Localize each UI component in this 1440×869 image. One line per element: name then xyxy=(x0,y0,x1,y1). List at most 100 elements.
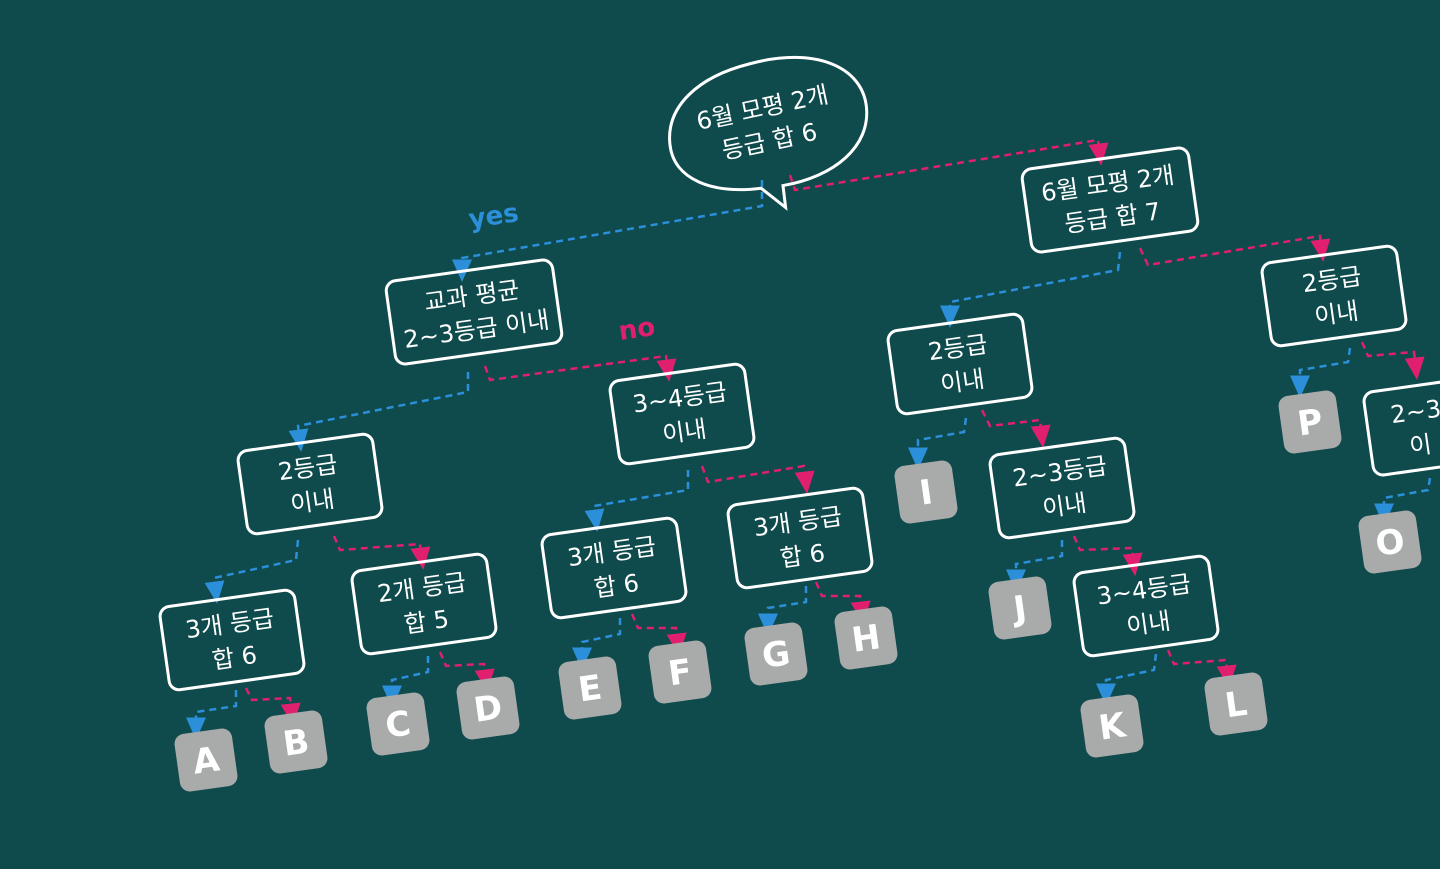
leaf-box xyxy=(174,728,238,792)
leaf-tile-J: J xyxy=(988,576,1052,640)
connector-yes xyxy=(572,618,622,670)
leaf-label: C xyxy=(383,703,413,746)
leaf-box xyxy=(834,606,898,670)
leaf-tile-L: L xyxy=(1204,672,1268,736)
node-box xyxy=(608,362,756,466)
speech-bubble-outline xyxy=(668,55,869,211)
node-box xyxy=(886,312,1034,416)
connector-no xyxy=(332,535,431,570)
node-line-1: 3~4등급 xyxy=(631,378,729,419)
connector-yes xyxy=(758,586,808,636)
leaf-tile-H: H xyxy=(834,606,898,670)
connector-group xyxy=(186,138,1432,740)
leaf-label: H xyxy=(849,617,883,661)
node-box xyxy=(158,588,306,692)
node-line-1: 2~3등급 xyxy=(1011,452,1109,493)
leaf-box xyxy=(648,640,712,704)
leaf-label: A xyxy=(190,739,222,782)
node-box xyxy=(726,486,874,590)
decision-node-n13: 2~3 이 xyxy=(1362,373,1440,477)
leaf-tile-A: A xyxy=(174,728,238,792)
branch-label-yes: yes xyxy=(467,198,521,235)
decision-node-n9: 3개 등급 합 6 xyxy=(540,516,688,620)
node-line-2: 이내 xyxy=(1313,297,1361,331)
leaf-tile-F: F xyxy=(648,640,712,704)
node-box xyxy=(988,436,1136,540)
decision-node-n2: 6월 모평 2개 등급 합 7 xyxy=(1020,146,1200,254)
leaf-box xyxy=(558,656,622,720)
connector-no xyxy=(1072,535,1143,576)
leaf-box xyxy=(988,576,1052,640)
node-box xyxy=(1260,244,1408,348)
leaf-label: F xyxy=(666,652,695,695)
decision-node-n5: 2등급 이내 xyxy=(886,312,1034,416)
leaf-box xyxy=(1080,694,1144,758)
leaf-box xyxy=(1358,510,1422,574)
leaf-label: I xyxy=(917,472,935,513)
node-line-1: 2등급 xyxy=(926,330,989,366)
node-box xyxy=(1072,554,1220,658)
node-line-2: 합 6 xyxy=(210,641,258,675)
leaf-tile-E: E xyxy=(558,656,622,720)
node-box xyxy=(1020,146,1200,254)
leaf-tile-C: C xyxy=(366,692,430,756)
connector-yes xyxy=(940,251,1122,328)
leaf-tile-O: O xyxy=(1358,510,1422,574)
decision-node-n3: 2등급 이내 xyxy=(236,432,384,536)
connector-yes xyxy=(584,470,690,532)
root-question-bubble: 6월 모평 2개 등급 합 6 xyxy=(668,55,869,211)
connector-no xyxy=(788,138,1109,192)
connector-yes xyxy=(1096,653,1158,706)
node-line-1: 2개 등급 xyxy=(376,568,468,608)
node-line-2: 합 5 xyxy=(402,605,450,639)
node-line-1: 3개 등급 xyxy=(752,502,844,542)
node-line-2: 합 6 xyxy=(778,539,826,573)
leaf-label: D xyxy=(471,687,505,731)
connector-no xyxy=(1360,341,1425,380)
node-line-1: 3~4등급 xyxy=(1095,570,1193,611)
node-line-2: 이내 xyxy=(661,415,709,449)
connector-no xyxy=(1138,234,1331,267)
leaf-tile-D: D xyxy=(456,676,520,740)
node-line-2: 이 xyxy=(1408,430,1434,461)
leaf-box xyxy=(456,676,520,740)
leaf-box xyxy=(264,710,328,774)
leaf-tile-P: P xyxy=(1278,390,1342,454)
leaf-label: O xyxy=(1373,521,1407,565)
leaf-box xyxy=(1278,390,1342,454)
connector-yes xyxy=(288,372,470,452)
leaf-label: P xyxy=(1295,401,1325,444)
connector-no xyxy=(244,687,301,726)
leaf-tile-G: G xyxy=(744,622,808,686)
node-line-1: 3개 등급 xyxy=(566,532,658,572)
connector-yes xyxy=(1374,477,1432,526)
connector-no xyxy=(700,464,815,494)
decision-node-n10: 3개 등급 합 6 xyxy=(726,486,874,590)
node-box xyxy=(384,258,564,366)
decision-node-n6: 2등급 이내 xyxy=(1260,244,1408,348)
node-line-2: 등급 합 7 xyxy=(1063,197,1163,238)
connector-yes xyxy=(908,417,968,470)
node-line-1: 2~3 xyxy=(1389,394,1440,429)
connector-yes xyxy=(382,656,430,708)
node-line-2: 이내 xyxy=(289,485,337,519)
leaf-label: G xyxy=(760,633,793,676)
node-box xyxy=(540,516,688,620)
node-box xyxy=(236,432,384,536)
decision-node-n11: 2~3등급 이내 xyxy=(988,436,1136,540)
leaf-label: E xyxy=(576,668,605,711)
connector-yes xyxy=(1290,347,1352,398)
node-line-2: 이내 xyxy=(1125,607,1173,641)
node-line-2: 합 6 xyxy=(592,569,640,603)
node-line-1: 2등급 xyxy=(276,450,339,486)
leaf-tile-I: I xyxy=(894,460,958,524)
leaf-box xyxy=(1204,672,1268,736)
connector-yes xyxy=(452,180,764,282)
connector-no xyxy=(1166,649,1237,688)
connector-no xyxy=(814,581,871,624)
node-line-2: 이내 xyxy=(939,365,987,399)
node-box xyxy=(350,552,498,656)
node-line-2: 이내 xyxy=(1041,489,1089,523)
